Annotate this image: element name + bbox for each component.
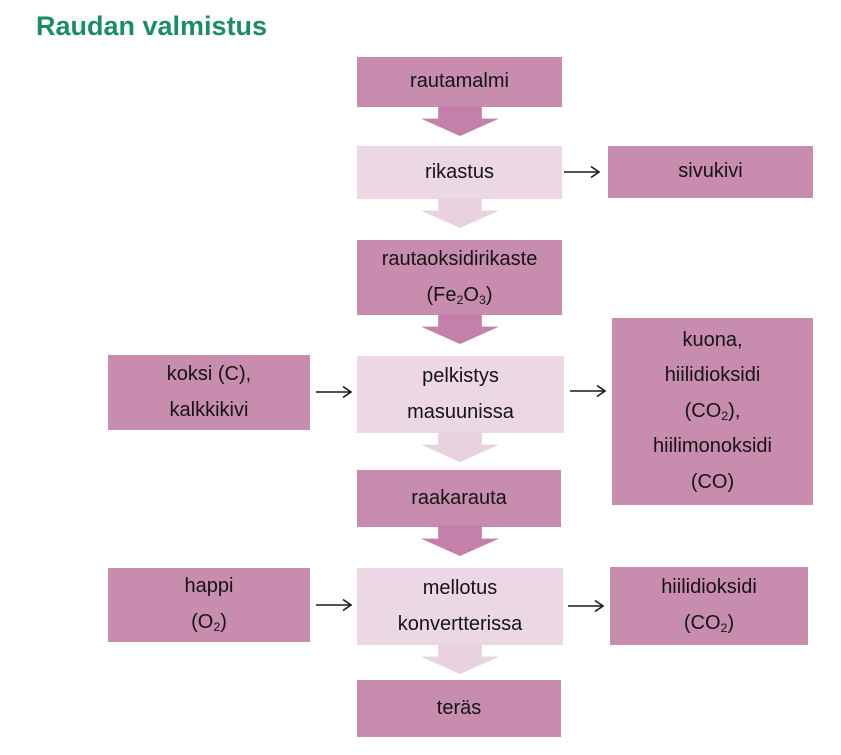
down-block-arrow-icon	[421, 314, 499, 344]
down-block-arrow-icon	[421, 432, 499, 462]
right-arrow-icon	[563, 165, 603, 179]
box-hiilidioksidi-line1: hiilidioksidi	[661, 576, 757, 599]
down-block-arrow-icon	[421, 526, 499, 556]
page-title: Raudan valmistus	[36, 11, 268, 41]
box-mellotus-line2: konvertterissa	[397, 612, 523, 635]
box-koksi-kalkkikivi: koksi (C), kalkkikivi	[108, 355, 310, 430]
box-mellotus-line1: mellotus	[422, 576, 498, 599]
box-rautamalmi: rautamalmi	[357, 57, 562, 107]
box-rautamalmi-label: rautamalmi	[410, 70, 509, 93]
right-arrow-icon	[315, 598, 355, 612]
box-pelkistys-line2: masuunissa	[407, 400, 514, 423]
box-koksi-line2: kalkkikivi	[169, 398, 249, 421]
box-rikastus-label: rikastus	[425, 160, 494, 183]
box-hiilidioksidi-formula: (CO2)	[683, 612, 735, 636]
box-pelkistys-masuunissa: pelkistys masuunissa	[357, 356, 564, 433]
box-rikastus: rikastus	[357, 146, 562, 199]
down-block-arrow-icon	[421, 198, 499, 228]
box-mellotus-konvertterissa: mellotus konvertterissa	[357, 568, 563, 645]
down-block-arrow-icon	[421, 106, 499, 136]
box-sivukivi: sivukivi	[608, 146, 813, 198]
box-raakarauta-label: raakarauta	[411, 486, 507, 509]
box-raakarauta: raakarauta	[357, 470, 561, 527]
box-pelkistys-line1: pelkistys	[422, 364, 499, 387]
box-kuona-line4: hiilimonoksidi	[653, 435, 772, 458]
box-koksi-line1: koksi (C),	[166, 362, 252, 385]
box-happi: happi (O2)	[108, 568, 310, 642]
right-arrow-icon	[315, 385, 355, 399]
right-arrow-icon	[567, 599, 607, 613]
box-kuona-line2: hiilidioksidi	[664, 364, 761, 387]
box-teras-label: teräs	[436, 696, 482, 719]
box-kuona-line5: (CO)	[690, 470, 735, 493]
box-happi-line1: happi	[184, 575, 234, 598]
box-rautaoksidirikaste-label: rautaoksidirikaste	[381, 247, 538, 270]
box-rautaoksidirikaste-formula: (Fe2O3)	[426, 283, 493, 307]
box-kuona-line1: kuona,	[682, 328, 743, 351]
down-block-arrow-icon	[421, 644, 499, 674]
box-kuona-hiilidioksidi-hiilimonoksidi: kuona, hiilidioksidi (CO2), hiilimonoksi…	[612, 318, 813, 505]
box-rautaoksidirikaste: rautaoksidirikaste (Fe2O3)	[357, 240, 562, 315]
box-teras: teräs	[357, 680, 561, 737]
box-hiilidioksidi: hiilidioksidi (CO2)	[610, 567, 808, 645]
right-arrow-icon	[569, 384, 609, 398]
box-kuona-formula-co2: (CO2),	[684, 399, 741, 424]
box-happi-formula: (O2)	[191, 611, 227, 635]
box-sivukivi-label: sivukivi	[678, 160, 743, 183]
